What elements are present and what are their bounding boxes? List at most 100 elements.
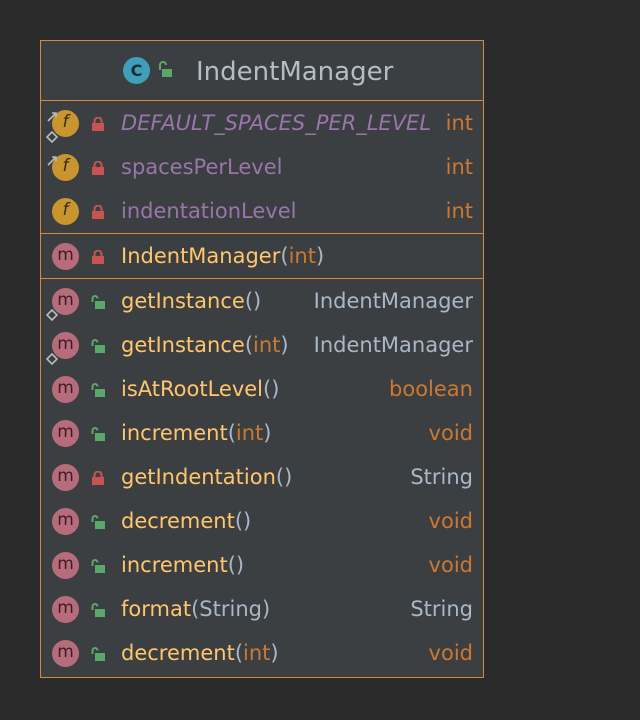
- method-row[interactable]: m decrement(int) void: [41, 631, 483, 675]
- return-type: boolean: [389, 377, 473, 401]
- method-signature: increment(int): [121, 411, 272, 455]
- close-paren: ): [235, 553, 245, 577]
- return-type: void: [428, 553, 473, 577]
- public-lock-icon: [91, 338, 105, 353]
- method-icon: m: [52, 420, 79, 447]
- method-icon: m: [52, 243, 79, 270]
- method-name-text: decrement: [121, 509, 235, 533]
- method-signature: increment(): [121, 543, 244, 587]
- parameter-type: String: [199, 597, 262, 621]
- public-lock-icon: [91, 602, 105, 617]
- method-name-text: increment: [121, 553, 228, 577]
- field-icon: f: [52, 198, 79, 225]
- open-paren: (: [244, 289, 254, 313]
- public-lock-icon: [91, 426, 105, 441]
- field-name: indentationLevel: [121, 199, 297, 223]
- return-type: String: [410, 597, 473, 621]
- method-icon: m: [52, 640, 79, 667]
- method-row[interactable]: m increment(int) void: [41, 411, 483, 455]
- close-paren: ): [270, 641, 279, 665]
- method-name-text: IndentManager: [121, 244, 281, 268]
- field-name: spacesPerLevel: [121, 155, 283, 179]
- constructor-row[interactable]: m IndentManager(int): [41, 234, 483, 278]
- method-icon: m: [52, 464, 79, 491]
- method-icon: m: [52, 552, 79, 579]
- return-type: void: [428, 421, 473, 445]
- method-signature: format(String): [121, 587, 270, 631]
- class-name: IndentManager: [196, 57, 394, 87]
- method-icon: m: [45, 288, 79, 322]
- parameter-type: int: [288, 244, 316, 268]
- field-type: int: [445, 155, 473, 179]
- private-lock-icon: [91, 204, 105, 219]
- private-lock-icon: [91, 249, 105, 264]
- method-signature: getInstance(int): [121, 323, 289, 367]
- field-row[interactable]: f spacesPerLevel int: [41, 145, 483, 189]
- class-header: C IndentManager: [41, 41, 483, 101]
- field-icon: f: [47, 154, 79, 181]
- open-paren: (: [263, 377, 272, 401]
- static-modifier-icon: [45, 304, 59, 322]
- field-icon: f: [45, 110, 79, 144]
- method-icon: m: [52, 508, 79, 535]
- method-name-text: isAtRootLevel: [121, 377, 264, 401]
- constructors-section: m IndentManager(int): [41, 234, 483, 279]
- method-name-text: getInstance: [121, 289, 245, 313]
- method-name-text: increment: [121, 421, 228, 445]
- method-name-text: decrement: [121, 641, 235, 665]
- public-visibility-icon: [157, 61, 173, 81]
- close-paren: ): [271, 377, 280, 401]
- return-type: String: [410, 465, 473, 489]
- method-signature: getIndentation(): [121, 455, 292, 499]
- method-row[interactable]: m getInstance(int) IndentManager: [41, 323, 483, 367]
- field-type: int: [445, 199, 473, 223]
- method-icon: m: [45, 332, 79, 366]
- method-row[interactable]: m increment() void: [41, 543, 483, 587]
- public-lock-icon: [91, 514, 105, 529]
- field-name: DEFAULT_SPACES_PER_LEVEL: [121, 111, 432, 135]
- field-row[interactable]: f DEFAULT_SPACES_PER_LEVEL int: [41, 101, 483, 145]
- method-row[interactable]: m decrement() void: [41, 499, 483, 543]
- open-paren: (: [244, 333, 254, 357]
- open-paren: (: [227, 553, 236, 577]
- method-row[interactable]: m getIndentation() String: [41, 455, 483, 499]
- close-paren: ): [315, 244, 325, 268]
- method-name-text: getIndentation: [121, 465, 276, 489]
- field-row[interactable]: f indentationLevel int: [41, 189, 483, 233]
- close-paren: ): [280, 333, 289, 357]
- final-modifier-icon: [46, 106, 58, 122]
- uml-class-box[interactable]: C IndentManager f DEFAULT_SPACES_PER_LEVE…: [40, 40, 484, 678]
- static-modifier-icon: [45, 126, 59, 144]
- method-signature: isAtRootLevel(): [121, 367, 279, 411]
- open-paren: (: [280, 244, 289, 268]
- method-name-text: format: [121, 597, 192, 621]
- private-lock-icon: [91, 470, 105, 485]
- public-lock-icon: [91, 646, 105, 661]
- return-type: void: [428, 509, 473, 533]
- return-type: void: [428, 641, 473, 665]
- field-type: int: [445, 111, 473, 135]
- open-paren: (: [191, 597, 200, 621]
- close-paren: ): [243, 509, 252, 533]
- public-lock-icon: [91, 382, 105, 397]
- open-paren: (: [275, 465, 285, 489]
- return-type: IndentManager: [313, 333, 473, 357]
- close-paren: ): [261, 597, 271, 621]
- method-signature: decrement(int): [121, 631, 279, 675]
- parameter-type: int: [235, 421, 264, 445]
- method-signature: decrement(): [121, 499, 251, 543]
- parameter-type: int: [243, 641, 271, 665]
- constructor-signature: IndentManager(int): [121, 234, 324, 278]
- method-signature: getInstance(): [121, 279, 261, 323]
- private-lock-icon: [91, 160, 105, 175]
- close-paren: ): [253, 289, 262, 313]
- class-icon: C: [123, 57, 150, 84]
- method-name-text: getInstance: [121, 333, 245, 357]
- open-paren: (: [234, 509, 244, 533]
